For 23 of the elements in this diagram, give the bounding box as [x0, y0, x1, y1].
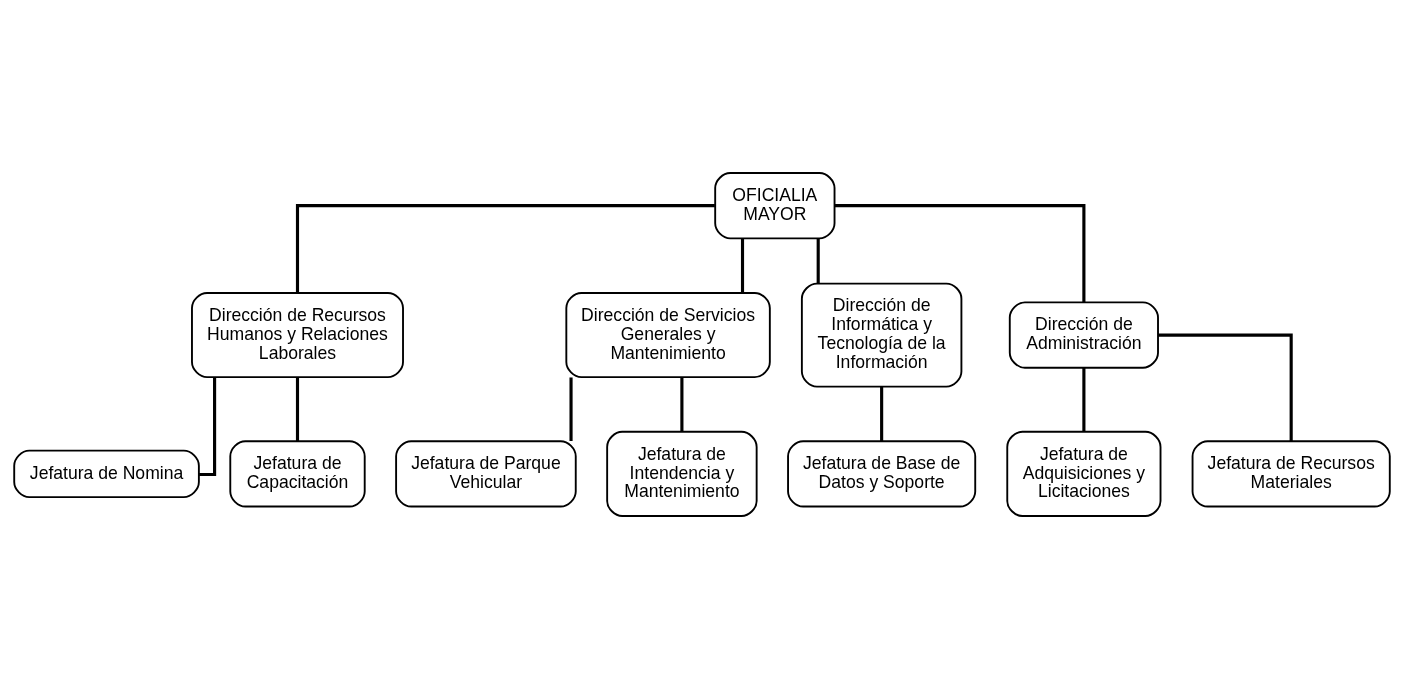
connector — [295, 204, 715, 293]
node-box: Jefatura de Parque Vehicular — [395, 440, 577, 508]
node-box: Dirección de Informática y Tecnología de la Información — [800, 282, 963, 388]
connector — [1082, 368, 1086, 432]
node-box: Jefatura de Recursos Materiales — [1191, 440, 1391, 508]
connector — [880, 386, 884, 442]
node-box: Jefatura de Intendencia y Mantenimiento — [606, 430, 758, 517]
connector — [816, 238, 820, 284]
connector — [680, 377, 684, 432]
node-box: Jefatura de Nomina — [13, 449, 200, 499]
node-box: Dirección de Recursos Humanos y Relaciones Laborales — [191, 292, 404, 379]
connector — [569, 377, 573, 441]
connector — [1158, 333, 1293, 441]
connector — [199, 377, 217, 477]
connector — [834, 204, 1086, 303]
node-box: Jefatura de Capacitación — [229, 440, 366, 508]
node-box: Jefatura de Base de Datos y Soporte — [787, 440, 977, 508]
node-box: Dirección de Servicios Generales y Mantenimiento — [565, 292, 771, 379]
node-box: Jefatura de Adquisiciones y Licitaciones — [1006, 430, 1162, 517]
connector — [295, 377, 300, 441]
node-box: OFICIALIA MAYOR — [714, 172, 836, 240]
node-box: Dirección de Administración — [1008, 301, 1159, 369]
connector — [740, 238, 745, 293]
